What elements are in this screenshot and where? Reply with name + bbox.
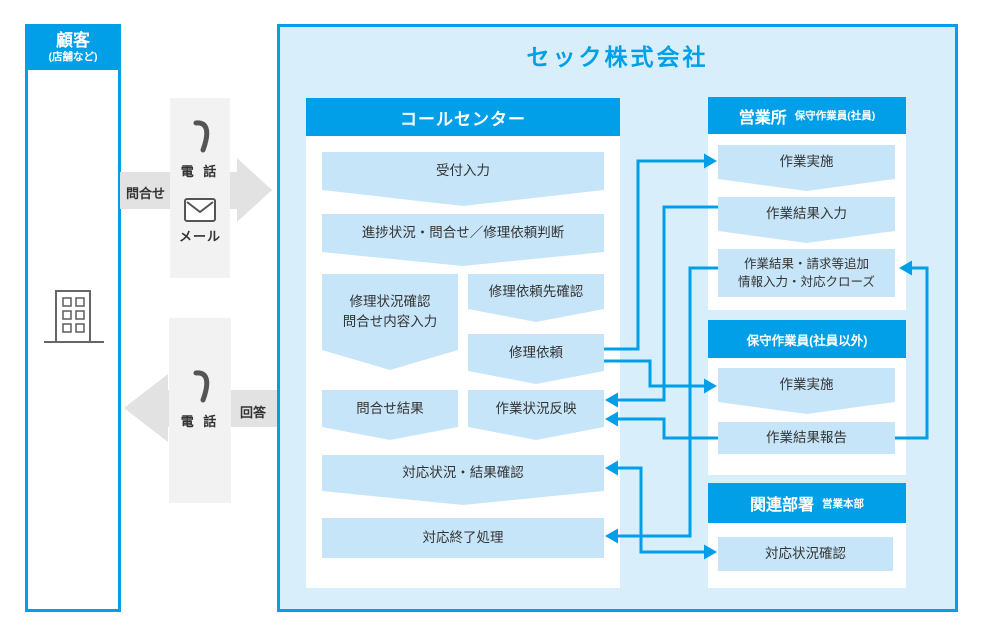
maintenance-external-header-label: 保守作業員(社員以外) — [746, 333, 868, 348]
phone-icon — [193, 370, 210, 403]
customer-header: 顧客 (店舗など) — [25, 24, 121, 70]
sales-office-header-label: 営業所 — [738, 109, 787, 127]
mail-label: メール — [178, 229, 221, 244]
answer-arrow-label: 回答 — [240, 405, 267, 420]
contact-box-bottom: 電 話 — [169, 318, 231, 503]
customer-subtitle: (店舗など) — [48, 50, 98, 63]
related-dept-header: 関連部署 営業本部 — [708, 483, 906, 523]
callcenter-header-label: コールセンター — [400, 109, 526, 129]
related-dept-header-sub: 営業本部 — [822, 497, 864, 510]
company-title: セック株式会社 — [526, 44, 709, 70]
building-icon — [44, 290, 104, 343]
flow-box-related-response-status-check: 対応状況確認 — [718, 537, 893, 571]
flow-box-sales-work-close: 作業結果・請求等追加 情報入力・対応クローズ — [718, 249, 895, 297]
answer-arrow-head — [124, 374, 168, 442]
phone-icon — [193, 120, 210, 153]
flow-box-external-work-result-report: 作業結果報告 — [718, 422, 895, 454]
flow-box-response-end-processing: 対応終了処理 — [322, 518, 604, 558]
customer-title: 顧客 — [56, 31, 90, 51]
mail-icon — [184, 198, 216, 222]
sales-office-header-sub: 保守作業員(社員) — [794, 110, 876, 122]
related-dept-header-label: 関連部署 — [749, 497, 814, 514]
flow-box-repair-status-inquiry-entry: 修理状況確認 問合せ内容入力 — [322, 274, 458, 370]
phone-label: 電 話 — [180, 164, 220, 179]
sales-office-header: 営業所 保守作業員(社員) — [708, 97, 906, 134]
callcenter-header: コールセンター — [306, 98, 620, 136]
inquiry-arrow-label: 問合せ — [126, 186, 166, 201]
phone-label: 電 話 — [180, 414, 220, 429]
maintenance-external-header: 保守作業員(社員以外) — [708, 320, 906, 358]
inquiry-arrow-head — [237, 158, 272, 222]
contact-box-top: 電 話 メール — [170, 98, 230, 278]
